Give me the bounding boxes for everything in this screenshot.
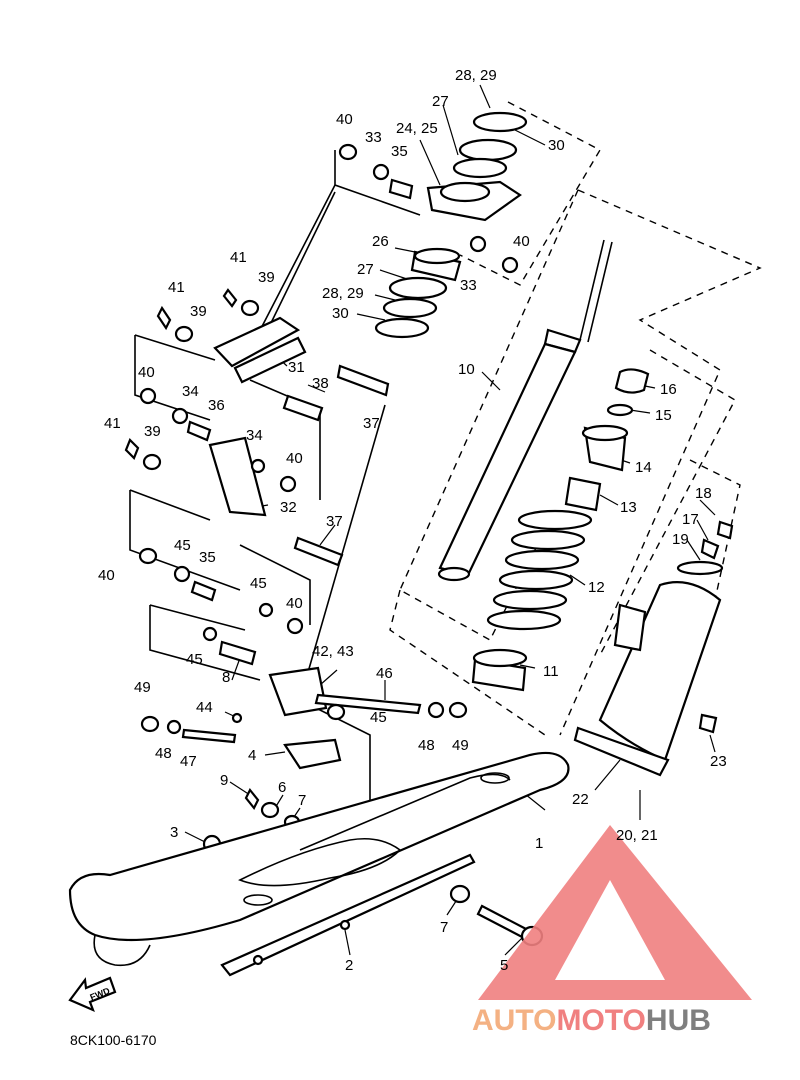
callout-41a: 41 (230, 249, 247, 266)
callout-41b: 41 (168, 279, 185, 296)
callout-40a: 40 (336, 111, 353, 128)
callout-19: 19 (672, 531, 689, 548)
callout-34b: 34 (246, 427, 263, 444)
watermark-hub: HUB (646, 1004, 711, 1037)
watermark-auto: AUTO (472, 1004, 556, 1037)
callout-35a: 35 (391, 143, 408, 160)
callout-9: 9 (220, 772, 228, 789)
callout-32: 32 (280, 499, 297, 516)
callout-18: 18 (695, 485, 712, 502)
callout-39b: 39 (190, 303, 207, 320)
callout-40f: 40 (286, 595, 303, 612)
callout-37b: 37 (326, 513, 343, 530)
callout-39c: 39 (144, 423, 161, 440)
linkage-parts (124, 288, 544, 947)
callout-45a: 45 (174, 537, 191, 554)
shock-absorber (437, 239, 613, 582)
callout-36: 36 (208, 397, 225, 414)
callout-28-29a: 28, 29 (455, 67, 497, 84)
callout-30a: 30 (548, 137, 565, 154)
spring-assembly (471, 368, 650, 692)
ski (68, 751, 570, 977)
coil-spring (486, 509, 593, 631)
callout-5: 5 (500, 957, 508, 974)
automotohub-watermark: AUTOMOTOHUB (472, 825, 752, 1037)
diagram-code: 8CK100-6170 (70, 1032, 157, 1048)
callout-6: 6 (278, 779, 286, 796)
callout-13: 13 (620, 499, 637, 516)
callout-40b: 40 (513, 233, 530, 250)
callout-45d: 45 (370, 709, 387, 726)
callout-10: 10 (458, 361, 475, 378)
watermark-triangle-logo (478, 825, 752, 1000)
callout-46: 46 (376, 665, 393, 682)
callout-7b: 7 (440, 919, 448, 936)
callout-26: 26 (372, 233, 389, 250)
callout-38: 38 (312, 375, 329, 392)
callout-4: 4 (248, 747, 256, 764)
callout-16: 16 (660, 381, 677, 398)
callout-28-29b: 28, 29 (322, 285, 364, 302)
callout-39a: 39 (258, 269, 275, 286)
callout-1: 1 (535, 835, 543, 852)
callout-27b: 27 (357, 261, 374, 278)
callout-11: 11 (543, 663, 559, 680)
callout-40c: 40 (138, 364, 155, 381)
callout-7: 7 (298, 792, 306, 809)
callout-42-43: 42, 43 (312, 643, 354, 660)
watermark-moto: MOTO (556, 1004, 645, 1037)
callout-23: 23 (710, 753, 727, 770)
callout-24-25: 24, 25 (396, 120, 438, 137)
callout-47: 47 (180, 753, 197, 770)
callout-3: 3 (170, 824, 178, 841)
callout-labels: 1 2 3 4 5 6 7 7 8 9 10 11 12 13 14 15 16… (98, 67, 727, 974)
callout-37a: 37 (363, 415, 380, 432)
callout-12: 12 (588, 579, 605, 596)
callout-22: 22 (572, 791, 589, 808)
linkage-outlines (129, 150, 421, 891)
callout-35b: 35 (199, 549, 216, 566)
callout-30b: 30 (332, 305, 349, 322)
leader-lines (184, 84, 716, 956)
upper-bracket (338, 111, 528, 339)
callout-49a: 49 (134, 679, 151, 696)
callout-15: 15 (655, 407, 672, 424)
callout-2: 2 (345, 957, 353, 974)
callout-34a: 34 (182, 383, 199, 400)
callout-44: 44 (196, 699, 213, 716)
callout-8: 8 (222, 669, 230, 686)
callout-14: 14 (635, 459, 652, 476)
callout-17: 17 (682, 511, 699, 528)
callout-33b: 33 (460, 277, 477, 294)
callout-33a: 33 (365, 129, 382, 146)
callout-48a: 48 (155, 745, 172, 762)
callout-40e: 40 (98, 567, 115, 584)
callout-48b: 48 (418, 737, 435, 754)
fwd-arrow: FWD (68, 976, 117, 1013)
callout-49b: 49 (452, 737, 469, 754)
callout-41c: 41 (104, 415, 121, 432)
svg-text:AUTOMOTOHUB: AUTOMOTOHUB (472, 1004, 711, 1037)
callout-20-21: 20, 21 (616, 827, 658, 844)
callout-45c: 45 (186, 651, 203, 668)
callout-40d: 40 (286, 450, 303, 467)
callout-27a: 27 (432, 93, 449, 110)
boot-assembly (573, 520, 734, 777)
callout-31: 31 (288, 359, 305, 376)
callout-45b: 45 (250, 575, 267, 592)
